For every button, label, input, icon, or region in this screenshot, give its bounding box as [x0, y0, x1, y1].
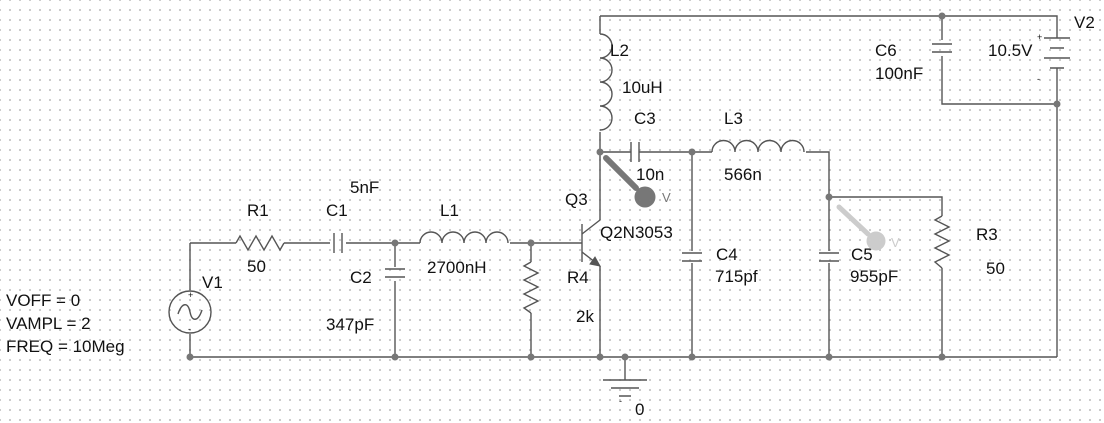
v2-name-label: V2 — [1074, 13, 1095, 32]
v1-plus-sign: + — [188, 290, 193, 300]
v1-name-label: V1 — [202, 273, 223, 292]
c6-name-label: C6 — [875, 41, 897, 60]
capacitor-c6[interactable] — [932, 43, 952, 53]
l1-value-label: 2700nH — [427, 258, 487, 277]
l2-name-label: L2 — [610, 41, 629, 60]
inductor-l3[interactable] — [711, 139, 805, 153]
capacitor-c4[interactable] — [682, 252, 702, 262]
v1-voff-label: VOFF = 0 — [6, 291, 80, 310]
junction-dot — [938, 12, 946, 20]
voltage-probe-collector[interactable]: V — [603, 155, 671, 208]
r4-value-label: 2k — [576, 307, 594, 326]
junction-dot — [596, 148, 604, 156]
v2-minus-sign: - — [1037, 74, 1040, 84]
c3-name-label: C3 — [634, 109, 656, 128]
c1-name-label: C1 — [326, 201, 348, 220]
voltage-probe-output[interactable]: V — [836, 204, 900, 251]
r3-name-label: R3 — [976, 225, 998, 244]
c2-name-label: C2 — [350, 268, 372, 287]
ground-minus-sign: - — [619, 396, 622, 406]
capacitor-c3[interactable] — [630, 142, 640, 162]
r1-name-label: R1 — [247, 201, 269, 220]
l3-name-label: L3 — [724, 109, 743, 128]
v1-vampl-label: VAMPL = 2 — [6, 314, 91, 333]
c1-value-label: 5nF — [350, 178, 379, 197]
junction-dot — [527, 239, 535, 247]
c4-name-label: C4 — [716, 245, 738, 264]
inductor-l2[interactable] — [599, 33, 613, 131]
probe-2-label: V — [891, 235, 900, 250]
junction-dot — [825, 353, 833, 361]
c5-name-label: C5 — [851, 245, 873, 264]
junction-dot — [621, 353, 629, 361]
resistor-r4[interactable] — [522, 261, 540, 314]
capacitor-c5[interactable] — [819, 252, 839, 262]
junction-dot — [1053, 100, 1061, 108]
inductor-l1[interactable] — [419, 231, 509, 244]
junction-dot — [688, 353, 696, 361]
l1-name-label: L1 — [440, 201, 459, 220]
source-v1[interactable]: + - — [168, 290, 212, 334]
q3-model-label: Q2N3053 — [600, 223, 673, 242]
v2-plus-sign: + — [1037, 32, 1042, 42]
junction-dot — [688, 148, 696, 156]
c4-value-label: 715pf — [715, 267, 758, 286]
capacitor-c2[interactable] — [385, 268, 405, 278]
junction-dot — [825, 193, 833, 201]
wires — [189, 15, 1058, 380]
junction-dot — [391, 353, 399, 361]
junction-dot — [391, 239, 399, 247]
junction-dot — [527, 353, 535, 361]
ground-symbol: - — [603, 379, 647, 406]
r4-name-label: R4 — [567, 268, 589, 287]
junction-dot — [938, 353, 946, 361]
transistor-q3[interactable] — [581, 219, 601, 267]
l2-value-label: 10uH — [622, 78, 663, 97]
c3-value-label: 10n — [636, 165, 664, 184]
junction-dot — [596, 353, 604, 361]
ground-node-label: 0 — [635, 400, 644, 419]
q3-name-label: Q3 — [565, 190, 588, 209]
junction-dot — [186, 353, 194, 361]
r1-value-label: 50 — [247, 257, 266, 276]
resistor-r1[interactable] — [235, 234, 285, 252]
probe-1-label: V — [662, 190, 671, 205]
junction-dots — [186, 12, 1061, 361]
c5-value-label: 955pF — [850, 267, 898, 286]
c6-value-label: 100nF — [875, 64, 923, 83]
v1-freq-label: FREQ = 10Meg — [6, 337, 125, 356]
resistor-r3[interactable] — [933, 215, 951, 269]
v1-minus-sign: - — [188, 324, 191, 334]
capacitor-c1[interactable] — [333, 233, 343, 253]
source-v2[interactable]: + - — [1037, 32, 1070, 84]
v2-value-label: 10.5V — [988, 41, 1033, 60]
r3-value-label: 50 — [986, 259, 1005, 278]
c2-value-label: 347pF — [326, 315, 374, 334]
l3-value-label: 566n — [724, 165, 762, 184]
